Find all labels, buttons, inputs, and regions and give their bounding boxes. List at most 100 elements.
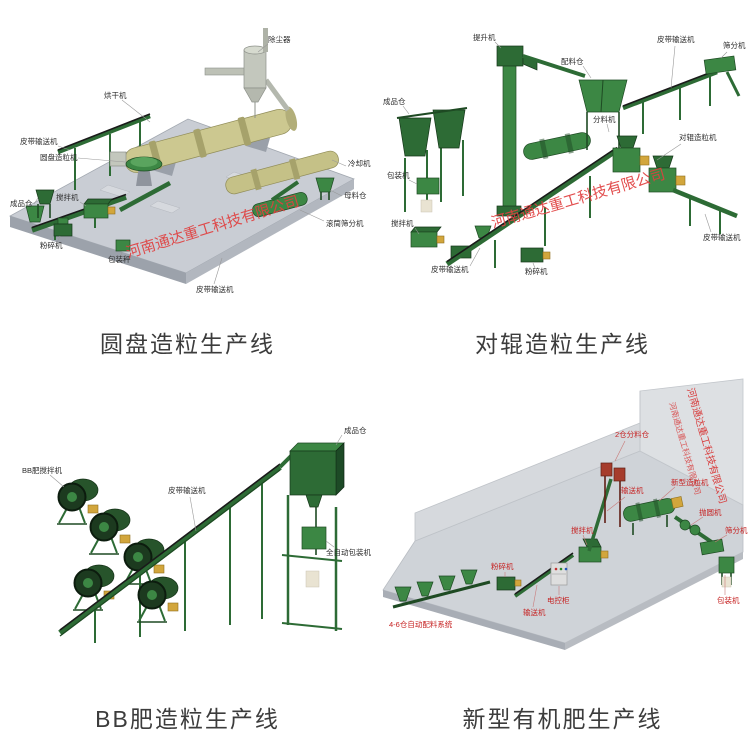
machine-label: 抛圆机 [699, 507, 722, 517]
disc-line-illustration: 除尘器 烘干机 皮带输送机 圆盘造粒机 搅拌机 粉碎机 成品仓 包装秤 母料仓 … [8, 28, 371, 294]
drum-mixer [73, 564, 115, 611]
rotary-drum [523, 132, 591, 160]
product-bins [396, 107, 468, 212]
machine-label: 皮带输送机 [703, 232, 741, 242]
machine-label: 皮带输送机 [431, 264, 469, 274]
machine-label: 皮带输送机 [168, 485, 206, 495]
feed-conveyor [513, 552, 575, 598]
product-caption: 圆盘造粒生产线 [100, 331, 275, 357]
roller-granulator-1 [612, 135, 650, 173]
packing-machine [416, 177, 440, 213]
machine-label: 对辊造粒机 [679, 132, 717, 142]
machine-label: 4-6仓自动配料系统 [389, 619, 453, 629]
machine-labels: 除尘器 烘干机 皮带输送机 圆盘造粒机 搅拌机 粉碎机 成品仓 包装秤 母料仓 … [10, 34, 371, 294]
machine-label: 粉碎机 [491, 561, 514, 571]
machine-label: 搅拌机 [56, 192, 79, 202]
drum-mixer [137, 576, 179, 623]
right-conveyor [672, 187, 738, 234]
machine-label: 粉碎机 [40, 240, 63, 250]
machine-label: 新型造粒机 [671, 477, 709, 487]
machine-label: 输送机 [621, 485, 644, 495]
machine-label: 筛分机 [723, 40, 746, 50]
roller-line-illustration: 成品仓 包装机 提升机 配料仓 皮带输送机 筛分机 对辊造粒机 分料机 搅拌机 … [383, 32, 746, 276]
mixer [578, 538, 609, 563]
machine-labels: 成品仓 包装机 提升机 配料仓 皮带输送机 筛分机 对辊造粒机 分料机 搅拌机 … [383, 32, 746, 276]
product-caption: 新型有机肥生产线 [462, 706, 663, 732]
machine-label: 成品仓 [383, 96, 406, 106]
machine-label: 粉碎机 [525, 266, 548, 276]
product-card-organic-line: 河南通达重工科技有限公司 河南通达重工科技有限公司 [375, 375, 750, 750]
packing-scale [115, 239, 131, 252]
product-card-roller-line: 成品仓 包装机 提升机 配料仓 皮带输送机 筛分机 对辊造粒机 分料机 搅拌机 … [375, 0, 750, 375]
polisher [679, 519, 701, 536]
drum-screener [252, 191, 308, 218]
machine-label: 皮带输送机 [657, 34, 695, 44]
machine-label: 分料机 [593, 114, 616, 124]
machine-labels: 2仓分料仓 输送机 搅拌机 新型造粒机 抛圆机 筛分机 粉碎机 包装机 电控柜 … [389, 429, 748, 629]
product-card-bb-line: BB肥搅拌机 皮带输送机 成品仓 全自动包装机 BB肥造粒生产线 [0, 375, 375, 750]
disc-granulator [125, 156, 163, 186]
machine-label: 冷却机 [348, 158, 371, 168]
machine-label: 配料仓 [561, 56, 584, 66]
up-conveyor [587, 478, 613, 552]
machine-label: 提升机 [473, 32, 496, 42]
machine-labels: BB肥搅拌机 皮带输送机 成品仓 全自动包装机 [22, 425, 371, 557]
machine-label: 包装秤 [108, 254, 131, 264]
machine-label: 筛分机 [725, 525, 748, 535]
crusher [496, 576, 522, 591]
bb-line-illustration: BB肥搅拌机 皮带输送机 成品仓 全自动包装机 [22, 425, 371, 643]
belt-conveyors [31, 180, 300, 240]
machine-label: 圆盘造粒机 [40, 152, 78, 162]
label-leaders [49, 434, 343, 548]
machine-label: 成品仓 [10, 198, 33, 208]
packing-machine [718, 556, 735, 588]
workshop-floor [382, 450, 744, 650]
machine-label: 2仓分料仓 [615, 429, 650, 439]
drum-mixer [89, 508, 131, 555]
label-leaders [402, 41, 728, 269]
feed-bins [522, 54, 628, 150]
screener [703, 55, 741, 97]
machine-label: 烘干机 [104, 90, 127, 100]
crusher [53, 217, 73, 237]
distribution-bins [600, 462, 626, 527]
product-caption: BB肥造粒生产线 [95, 706, 280, 732]
bottom-crusher [520, 247, 551, 263]
machine-label: 电控柜 [547, 595, 570, 605]
machine-label: 包装机 [717, 595, 740, 605]
product-card-disc-line: 除尘器 烘干机 皮带输送机 圆盘造粒机 搅拌机 粉碎机 成品仓 包装秤 母料仓 … [0, 0, 375, 375]
product-bin [25, 189, 55, 223]
machine-label: 滚筒筛分机 [326, 218, 364, 228]
top-conveyor [622, 69, 718, 134]
label-leaders [33, 43, 347, 285]
cooler-drum [225, 150, 339, 195]
dust-collector [204, 28, 291, 118]
workshop-wall [414, 378, 744, 542]
mixer [410, 226, 445, 248]
machine-label: 除尘器 [268, 34, 291, 44]
control-cabinet [550, 562, 568, 586]
machine-label: 输送机 [523, 607, 546, 617]
machine-label: 母料仓 [344, 190, 367, 200]
mixer [83, 198, 116, 219]
rotary-dryer [109, 106, 298, 176]
drum-mixer [57, 478, 99, 525]
machine-label: 皮带输送机 [20, 136, 58, 146]
screener [699, 538, 725, 556]
machine-label: 搅拌机 [391, 218, 414, 228]
incline-conveyor [445, 146, 619, 268]
organic-line-illustration: 河南通达重工科技有限公司 河南通达重工科技有限公司 [382, 378, 748, 650]
machine-label: 成品仓 [344, 425, 367, 435]
packing-tower [281, 442, 345, 631]
raw-material-bin [315, 177, 335, 200]
machine-label: 搅拌机 [571, 525, 594, 535]
machine-label: 全自动包装机 [326, 547, 371, 557]
bucket-elevator [496, 45, 538, 217]
granulator [623, 496, 684, 535]
machine-label: BB肥搅拌机 [22, 465, 63, 475]
machine-label: 皮带输送机 [196, 284, 234, 294]
machine-label: 包装机 [387, 170, 410, 180]
drum-mixer [123, 538, 165, 585]
batching-system [392, 569, 491, 609]
